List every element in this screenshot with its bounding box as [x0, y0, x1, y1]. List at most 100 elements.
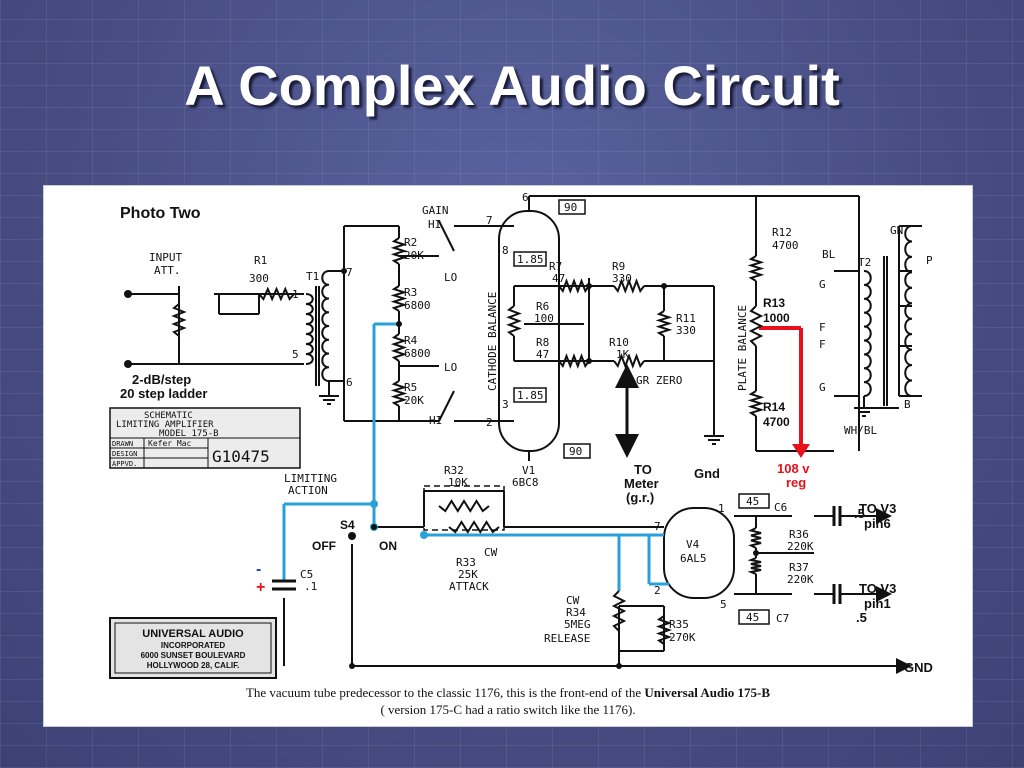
r32-resistor: [438, 499, 490, 513]
t2-f1-label: F: [819, 321, 826, 334]
r3-resistor: [390, 285, 408, 312]
r11-name: R11: [676, 312, 696, 325]
schematic-diagram: Photo Two 2-dB/step 20 step ladder TO Me…: [109, 191, 933, 679]
r2-value: 20K: [404, 249, 424, 262]
attack-label: ATTACK: [449, 580, 489, 593]
r2-resistor: [390, 237, 408, 265]
r34-resistor: [611, 590, 627, 632]
ua-line-3: 6000 SUNSET BOULEVARD: [141, 651, 246, 660]
c5-value: .1: [304, 580, 317, 593]
v1-pin-7: 7: [486, 214, 493, 227]
r4-name: R4: [404, 334, 418, 347]
r8-value: 47: [536, 348, 549, 361]
r13-value: 1000: [763, 311, 790, 325]
tb-line3: MODEL 175-B: [159, 429, 219, 439]
v1-pin-3: 3: [502, 398, 509, 411]
gr-zero-label: GR ZERO: [636, 374, 682, 387]
r14-name: R14: [763, 400, 785, 414]
r10-name: R10: [609, 336, 629, 349]
step-label-2: 20 step ladder: [120, 386, 207, 401]
v1-type: 6BC8: [512, 476, 539, 489]
c5-name: C5: [300, 568, 313, 581]
t2-primary-coil: [863, 270, 872, 397]
r36-resistor: [748, 527, 762, 549]
v4-type: 6AL5: [680, 552, 707, 565]
r8-name: R8: [536, 336, 549, 349]
limiting-label-1: LIMITING: [284, 472, 337, 485]
v4-pin-1: 1: [718, 502, 725, 515]
handwritten-labels: INPUT ATT. R1 300 T1 1 5 7 6 GAIN HI R2 …: [149, 191, 933, 645]
t2-secondary-coil: [904, 225, 913, 397]
caption-line-1: The vacuum tube predecessor to the class…: [44, 685, 972, 701]
r3-value: 6800: [404, 299, 431, 312]
step-label-1: 2-dB/step: [132, 372, 191, 387]
r10-value: 1K: [616, 348, 630, 361]
r4-resistor: [390, 333, 408, 362]
r32-name: R32: [444, 464, 464, 477]
to-v3-1a: TO V3: [859, 501, 896, 516]
t1-pin-7: 7: [346, 266, 353, 279]
ua-line-2: INCORPORATED: [161, 641, 226, 650]
r14-value: 4700: [763, 415, 790, 429]
r8-resistor: [558, 353, 590, 369]
plus-sign: +: [256, 579, 265, 596]
r36-name: R36: [789, 528, 809, 541]
t2-label: T2: [858, 256, 871, 269]
r1-resistor: [258, 286, 295, 302]
c7-value: .5: [856, 610, 867, 625]
box-185-bot: 1.85: [517, 389, 544, 402]
r1-name: R1: [254, 254, 267, 267]
s4-label: S4: [340, 518, 355, 532]
whbl-label: WH/BL: [844, 424, 877, 437]
r36-value: 220K: [787, 540, 814, 553]
r7-value: 47: [552, 272, 565, 285]
bl-label: BL: [822, 248, 836, 261]
input-attenuator-resistor: [171, 303, 187, 337]
to-v3-1b: pin6: [864, 516, 891, 531]
reg-arrow-head: [792, 444, 810, 458]
reg-voltage-arrow: [759, 326, 803, 448]
on-label: ON: [379, 539, 397, 553]
release-label: RELEASE: [544, 632, 590, 645]
box-90-top: 90: [564, 201, 577, 214]
ua-line-1: UNIVERSAL AUDIO: [142, 628, 244, 640]
voltage-tags: [513, 199, 770, 625]
t1-primary-coil: [305, 293, 314, 365]
caption-line-2: ( version 175-C had a ratio switch like …: [380, 702, 636, 717]
c6-name: C6: [774, 501, 787, 514]
r6-value: 100: [534, 312, 554, 325]
tb-drawn-by: Kefer Mac: [148, 439, 192, 448]
t2-g1-label: G: [819, 278, 826, 291]
r1-value: 300: [249, 272, 269, 285]
limiting-path-highlight: [282, 322, 669, 591]
r37-resistor: [747, 557, 762, 575]
r14-resistor: [747, 390, 765, 417]
v1-pin-2: 2: [486, 416, 493, 429]
v4-pin-2: 2: [654, 584, 661, 597]
t1-pin-6: 6: [346, 376, 353, 389]
r10-resistor: [613, 353, 645, 369]
v1-name: V1: [522, 464, 535, 477]
off-label: OFF: [312, 539, 336, 553]
c6-value: .5: [854, 506, 865, 521]
r11-resistor: [655, 310, 673, 337]
box-90-bot: 90: [569, 445, 582, 458]
c7-name: C7: [776, 612, 789, 625]
r4-value: 6800: [404, 347, 431, 360]
plate-balance-label: PLATE BALANCE: [736, 305, 749, 391]
to-meter-3: (g.r.): [626, 490, 654, 505]
tb-number: G10475: [212, 447, 270, 466]
universal-audio-badge: UNIVERSAL AUDIO INCORPORATED 6000 SUNSET…: [109, 617, 277, 679]
limiting-label-2: ACTION: [288, 484, 328, 497]
tb-drawn: DRAWN: [112, 440, 133, 448]
r9-name: R9: [612, 260, 625, 273]
t1-secondary-coil: [321, 270, 330, 382]
title-block: SCHEMATIC LIMITING AMPLIFIER MODEL 175-B…: [109, 407, 301, 469]
hi-label-2: HI: [429, 414, 442, 427]
gain-label: GAIN: [422, 204, 449, 217]
tb-line1: SCHEMATIC: [144, 411, 193, 421]
r9-value: 330: [612, 272, 632, 285]
r12-name: R12: [772, 226, 792, 239]
lo-label-2: LO: [444, 361, 457, 374]
t1-pin-1: 1: [292, 288, 299, 301]
